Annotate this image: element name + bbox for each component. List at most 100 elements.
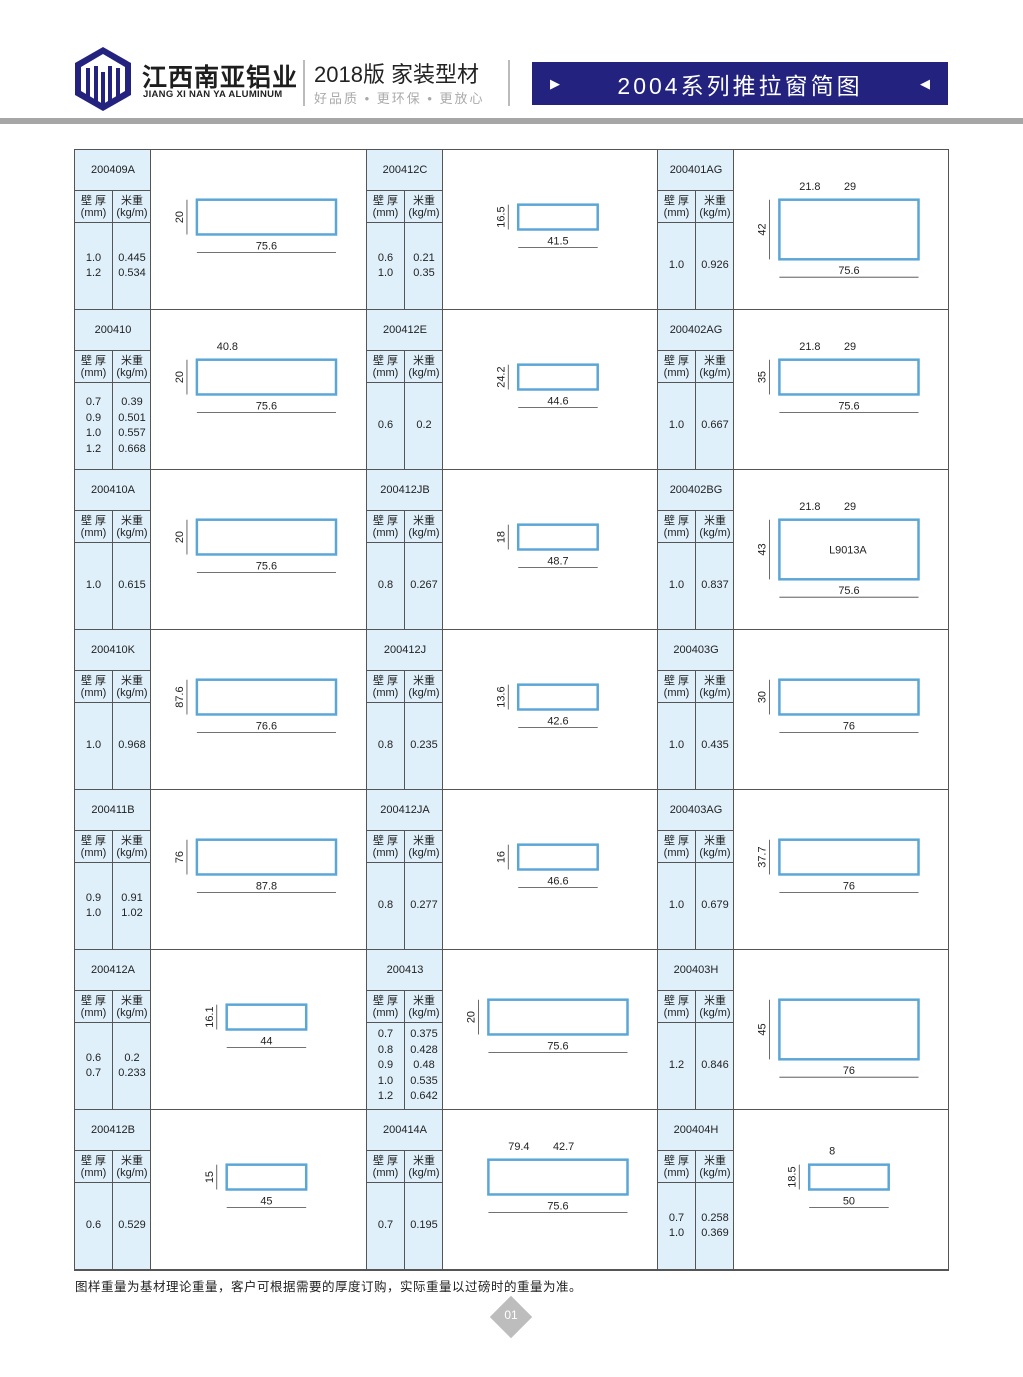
header-unit: (kg/m) — [116, 366, 148, 379]
thickness-value: 1.0 — [668, 739, 685, 752]
dimension-label: 21.8 — [799, 501, 820, 513]
profile-outline — [195, 198, 338, 236]
thickness-value: 1.0 — [85, 427, 102, 439]
header-label: 米重 — [413, 834, 435, 847]
header-label: 壁 厚 — [372, 994, 399, 1007]
thickness-value: 0.6 — [377, 251, 394, 264]
weight-header: 米重(kg/m) — [405, 831, 443, 863]
weight-value: 0.195 — [410, 1219, 438, 1232]
dimension-label: 75.6 — [838, 400, 859, 412]
thickness-values: 0.6 — [75, 1183, 113, 1269]
page-title: 2004系列推拉窗简图 — [617, 72, 863, 99]
dimension-label: 24.2 — [495, 366, 507, 387]
weight-value: 0.501 — [118, 411, 146, 424]
profile-spec: 200410K 壁 厚(mm) 米重(kg/m) 1.0 0.968 — [75, 630, 151, 790]
profile-outline — [225, 1163, 308, 1191]
profile-spec: 200403G 壁 厚(mm) 米重(kg/m) 1.0 0.435 — [658, 630, 734, 790]
weight-header: 米重(kg/m) — [405, 1151, 443, 1183]
thickness-value: 1.2 — [377, 1090, 394, 1103]
profile-outline — [487, 998, 629, 1036]
weight-header: 米重(kg/m) — [696, 991, 734, 1023]
weight-value: 1.02 — [121, 907, 143, 919]
dimension-label: 76 — [843, 1065, 855, 1077]
thickness-values: 0.6 — [367, 383, 405, 469]
thickness-values: 0.8 — [367, 543, 405, 629]
header-unit: (mm) — [663, 846, 690, 859]
header-unit: (mm) — [663, 1006, 690, 1019]
thickness-header: 壁 厚(mm) — [367, 671, 405, 703]
weight-header: 米重(kg/m) — [113, 671, 151, 703]
header-label: 壁 厚 — [80, 674, 107, 687]
header-label: 壁 厚 — [372, 1154, 399, 1167]
weight-header: 米重(kg/m) — [696, 351, 734, 383]
thickness-value: 1.0 — [85, 579, 102, 592]
dimension-label: 45 — [756, 1023, 768, 1035]
weight-value: 0.679 — [701, 899, 729, 912]
header-label: 米重 — [121, 514, 143, 527]
dimension-label: 87.8 — [256, 880, 277, 892]
weight-value: 0.375 — [410, 1028, 438, 1041]
header-label: 壁 厚 — [372, 194, 399, 207]
header-unit: (mm) — [80, 846, 107, 859]
weight-values: 0.195 — [405, 1183, 443, 1269]
header-unit: (mm) — [372, 206, 399, 219]
header-label: 壁 厚 — [372, 674, 399, 687]
header-label: 壁 厚 — [372, 354, 399, 367]
profile-code: 200412J — [367, 630, 443, 671]
weight-values: 0.667 — [696, 383, 734, 469]
footnote: 图样重量为基材理论重量，客户可根据需要的厚度订购，实际重量以过磅时的重量为准。 — [75, 1280, 583, 1294]
header-label: 米重 — [121, 834, 143, 847]
dimension-label: 20 — [174, 211, 186, 223]
profile-outline — [195, 678, 338, 716]
weight-values: 0.267 — [405, 543, 443, 629]
thickness-value: 1.0 — [668, 899, 685, 912]
dimension-label: 76.6 — [256, 720, 277, 732]
weight-header: 米重(kg/m) — [113, 1151, 151, 1183]
header-unit: (mm) — [372, 686, 399, 699]
header-unit: (mm) — [372, 366, 399, 379]
dimension-label: 18.5 — [786, 1166, 798, 1187]
profile-spec: 200403AG 壁 厚(mm) 米重(kg/m) 1.0 0.679 — [658, 790, 734, 950]
title-banner: ▶ 2004系列推拉窗简图 ◀ — [532, 62, 948, 105]
thickness-values: 0.8 — [367, 703, 405, 789]
thickness-value: 0.6 — [85, 1051, 102, 1064]
dimension-label: 16.5 — [495, 206, 507, 227]
profile-spec: 200412B 壁 厚(mm) 米重(kg/m) 0.6 0.529 — [75, 1110, 151, 1270]
header-label: 米重 — [704, 514, 726, 527]
weight-value: 0.369 — [701, 1227, 729, 1239]
header-label: 壁 厚 — [80, 994, 107, 1007]
header-unit: (mm) — [80, 526, 107, 539]
header-label: 壁 厚 — [663, 994, 690, 1007]
header-label: 壁 厚 — [372, 514, 399, 527]
dimension-label: 75.6 — [838, 585, 859, 597]
thickness-values: 1.0 — [658, 383, 696, 469]
thickness-header: 壁 厚(mm) — [75, 831, 113, 863]
header-label: 米重 — [704, 674, 726, 687]
header-unit: (kg/m) — [408, 526, 440, 539]
header-unit: (mm) — [80, 206, 107, 219]
dimension-label: 13.6 — [495, 686, 507, 707]
weight-header: 米重(kg/m) — [405, 671, 443, 703]
weight-value: 0.557 — [118, 427, 146, 439]
profile-code: 200402AG — [658, 310, 734, 351]
thickness-values: 1.0 — [658, 543, 696, 629]
header-unit: (kg/m) — [408, 846, 440, 859]
thickness-value: 0.9 — [85, 891, 102, 904]
divider — [508, 60, 510, 106]
brand-name-en: JIANG XI NAN YA ALUMINUM — [143, 89, 283, 100]
header-label: 壁 厚 — [663, 354, 690, 367]
profile-outline — [195, 518, 338, 556]
weight-value: 0.277 — [410, 899, 438, 912]
profile-spec: 200412JB 壁 厚(mm) 米重(kg/m) 0.8 0.267 — [367, 470, 443, 630]
weight-header: 米重(kg/m) — [113, 831, 151, 863]
header-label: 壁 厚 — [80, 1154, 107, 1167]
thickness-header: 壁 厚(mm) — [658, 671, 696, 703]
